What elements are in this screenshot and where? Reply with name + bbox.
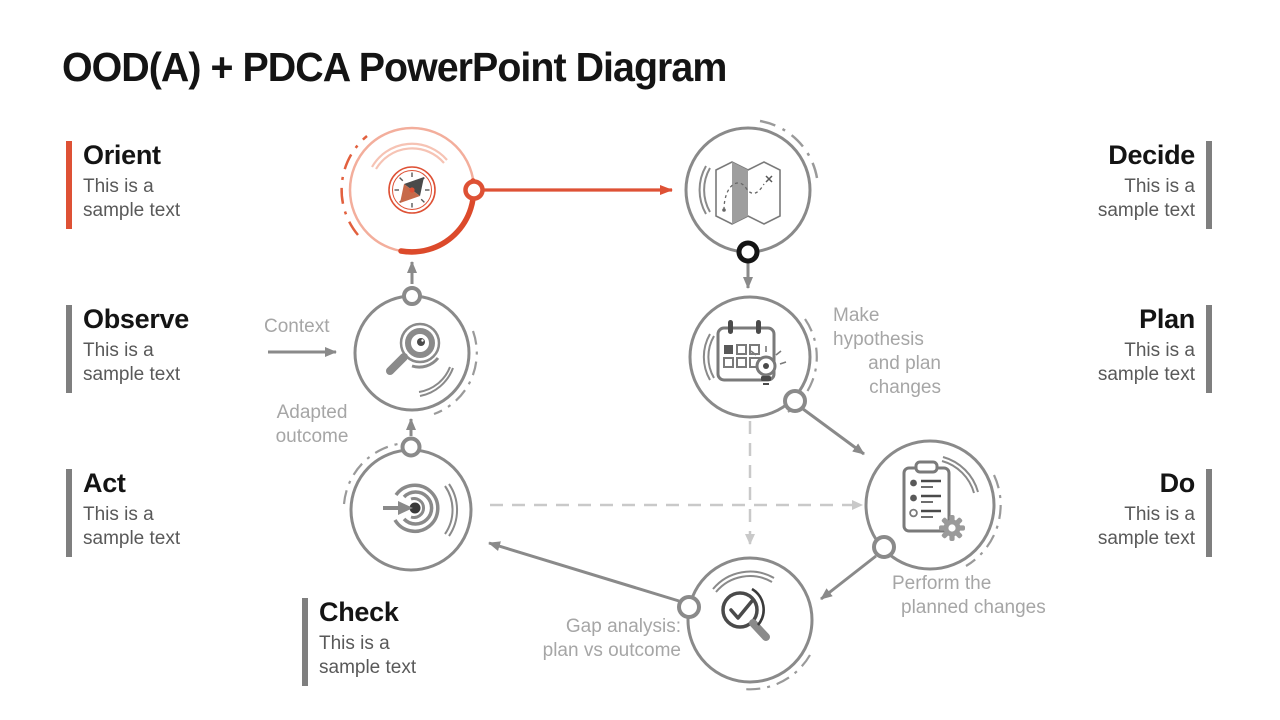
accent-bar bbox=[66, 141, 72, 229]
context-label: Context bbox=[264, 316, 330, 337]
label-orient-title: Orient bbox=[83, 140, 161, 170]
label-act-subtitle: This is a sample text bbox=[83, 503, 181, 550]
hypothesis-line: changes bbox=[869, 377, 941, 399]
label-act-title: Act bbox=[83, 468, 126, 498]
label-orient-subtitle: This is a sample text bbox=[83, 175, 181, 222]
dashdot-arc bbox=[759, 119, 819, 179]
hypothesis-line: and plan bbox=[868, 353, 941, 375]
label-check-title: Check bbox=[319, 597, 399, 627]
dashdot-arc bbox=[965, 474, 1002, 567]
perform-line: planned changes bbox=[901, 597, 1046, 619]
node-act bbox=[342, 436, 473, 572]
accent-bar bbox=[302, 598, 308, 686]
node-plan bbox=[688, 295, 818, 419]
label-decide-title: Decide bbox=[1108, 140, 1195, 170]
label-decide: Decide This is a sample text bbox=[1081, 140, 1212, 229]
label-check: Check This is a sample text bbox=[302, 597, 433, 686]
page-title: OOD(A) + PDCA PowerPoint Diagram bbox=[62, 44, 727, 90]
calendar-lightbulb-icon bbox=[716, 320, 787, 385]
connector-dot-plan bbox=[783, 389, 807, 413]
arrow-check-to-act bbox=[488, 541, 680, 603]
arrow-do-to-check bbox=[820, 554, 877, 601]
flow-arrows bbox=[268, 185, 877, 603]
label-act: Act This is a sample text bbox=[66, 468, 197, 557]
label-check-subtitle: This is a sample text bbox=[319, 632, 417, 679]
node-decide bbox=[684, 119, 819, 264]
accent-bar bbox=[1206, 305, 1212, 393]
connector-dot-do bbox=[872, 535, 896, 559]
label-do-title: Do bbox=[1159, 468, 1196, 498]
adapted-outcome-label: Adapted outcome bbox=[275, 402, 349, 448]
magnifier-check-icon bbox=[721, 587, 770, 641]
node-do bbox=[864, 439, 1002, 571]
label-plan-title: Plan bbox=[1139, 304, 1195, 334]
dashdot-arc bbox=[433, 330, 478, 416]
accent-bar bbox=[66, 305, 72, 393]
gap-analysis-label: Gap analysis: plan vs outcome bbox=[520, 615, 681, 663]
label-decide-subtitle: This is a sample text bbox=[1097, 175, 1195, 222]
hypothesis-line: hypothesis bbox=[833, 329, 924, 351]
label-plan-subtitle: This is a sample text bbox=[1097, 339, 1195, 386]
accent-bar bbox=[1206, 141, 1212, 229]
dashdot-arc bbox=[787, 318, 818, 413]
node-observe bbox=[353, 286, 478, 416]
node-orient bbox=[340, 126, 485, 255]
make-hypothesis-label: Make hypothesis and plan changes bbox=[833, 304, 941, 401]
dashdot-arc bbox=[340, 135, 368, 236]
checklist-gear-icon bbox=[902, 460, 965, 541]
dashdot-arc bbox=[743, 654, 811, 691]
node-check bbox=[677, 556, 814, 691]
connector-dot-orient bbox=[463, 179, 485, 201]
dashdot-arc bbox=[342, 441, 406, 505]
label-do: Do This is a sample text bbox=[1081, 468, 1212, 557]
connector-dot-check bbox=[677, 595, 701, 619]
target-arrow-icon bbox=[383, 483, 440, 534]
accent-bar bbox=[66, 469, 72, 557]
gap-line: Gap analysis: bbox=[565, 616, 681, 637]
compass-icon bbox=[388, 166, 436, 214]
label-plan: Plan This is a sample text bbox=[1081, 304, 1212, 393]
label-orient: Orient This is a sample text bbox=[66, 140, 197, 229]
folded-map-icon bbox=[715, 161, 781, 225]
perform-changes-label: Perform the planned changes bbox=[892, 572, 1054, 620]
label-observe-subtitle: This is a sample text bbox=[83, 339, 181, 386]
accent-bar bbox=[1206, 469, 1212, 557]
perform-line: Perform the bbox=[892, 573, 992, 594]
connector-dot-act bbox=[400, 436, 422, 458]
label-do-subtitle: This is a sample text bbox=[1097, 503, 1195, 550]
arrow-plan-to-do bbox=[802, 407, 865, 456]
connector-dot-observe bbox=[402, 286, 422, 306]
gap-line: plan vs outcome bbox=[542, 640, 681, 662]
magnifier-target-icon bbox=[386, 322, 441, 375]
label-observe-title: Observe bbox=[83, 304, 189, 334]
connector-dot-decide bbox=[736, 240, 760, 264]
hypothesis-line: Make bbox=[833, 305, 880, 326]
label-observe: Observe This is a sample text bbox=[66, 304, 197, 393]
